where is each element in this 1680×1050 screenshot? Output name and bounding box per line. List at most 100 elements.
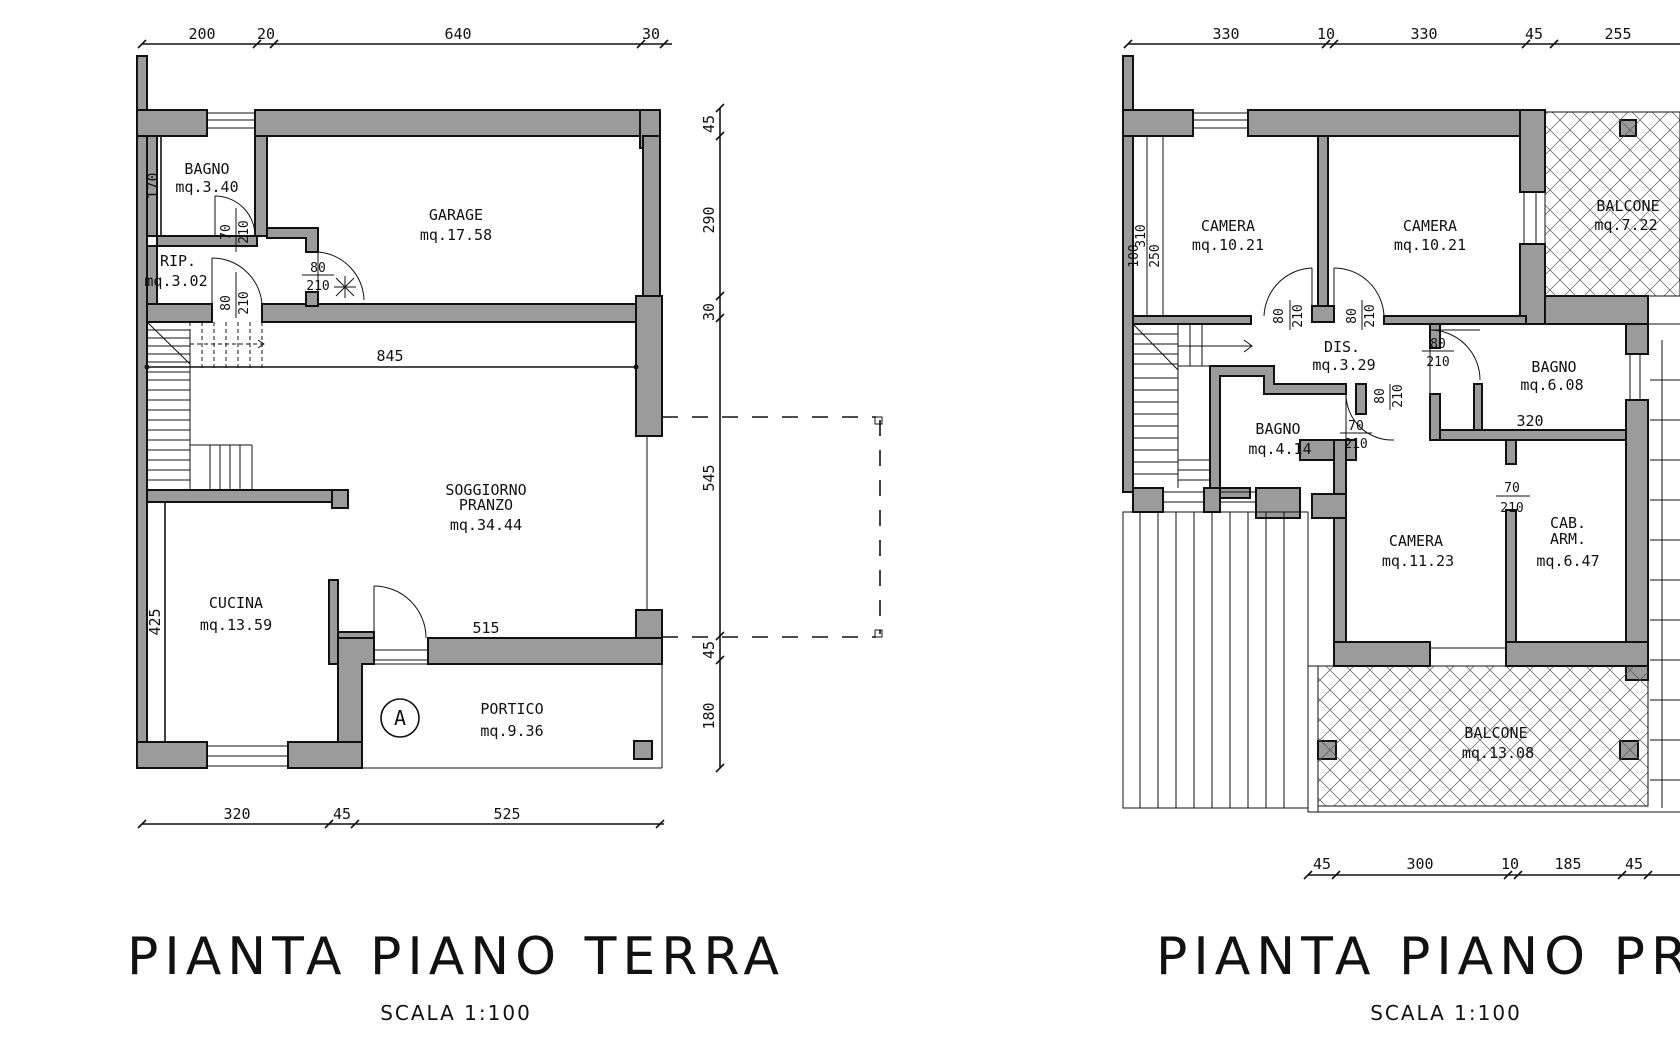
first-door-labels: 80 210 80 210 80 210 70 210 80 210 70 21… <box>1272 300 1530 516</box>
dim-ff-330b: 330 <box>1410 25 1437 43</box>
dim-bottom-525: 525 <box>493 805 520 823</box>
ff-door-c1-h: 210 <box>1291 304 1306 327</box>
ff-camera2-area: mq.10.21 <box>1394 236 1466 254</box>
ff-bagno2-area: mq.4.14 <box>1248 440 1311 458</box>
first-floor-plan: 330 10 330 45 255 <box>1122 25 1680 1025</box>
ground-staircase <box>146 321 265 490</box>
dim-ff-255: 255 <box>1604 25 1631 43</box>
ground-floor-plan: 200 20 640 30 <box>127 25 883 1025</box>
door-rip-width: 80 <box>219 295 234 311</box>
ff-door-c1-w: 80 <box>1272 308 1287 324</box>
ff-dim-310: 310 <box>1134 224 1149 247</box>
ff-balcone1-name: BALCONE <box>1596 197 1659 215</box>
ground-bottom-dimensions: 320 45 525 <box>137 805 665 829</box>
ff-cab-name1: CAB. <box>1550 514 1586 532</box>
ff-dim-250: 250 <box>1148 244 1163 267</box>
door-bagno-height: 210 <box>237 220 252 243</box>
door-rip-height: 210 <box>237 291 252 314</box>
first-top-dimensions: 330 10 330 45 255 <box>1123 25 1680 49</box>
first-terrace <box>1122 323 1680 809</box>
first-windows <box>1163 112 1641 649</box>
door-garage-height: 210 <box>306 279 329 294</box>
ff-door-dis-w: 80 <box>1373 388 1388 404</box>
dim-ff-10: 10 <box>1317 25 1335 43</box>
ff-door-cab-h: 210 <box>1500 501 1523 516</box>
ff-balcone2-area: mq.13.08 <box>1462 744 1534 762</box>
dim-ff-45: 45 <box>1525 25 1543 43</box>
ff-camera3-area: mq.11.23 <box>1382 552 1454 570</box>
door-garage-width: 80 <box>310 261 326 276</box>
room-bagno-name: BAGNO <box>184 160 229 178</box>
room-soggiorno-name2: PRANZO <box>459 496 513 514</box>
room-rip-area: mq.3.02 <box>144 272 207 290</box>
first-walls <box>1122 55 1649 760</box>
ff-dim-320: 320 <box>1516 412 1543 430</box>
room-soggiorno-area: mq.34.44 <box>450 516 522 534</box>
ff-bagno1-name: BAGNO <box>1531 358 1576 376</box>
ff-dim-b10: 10 <box>1501 855 1519 873</box>
room-soggiorno-name1: SOGGIORNO <box>445 481 526 499</box>
first-balconies <box>1307 111 1680 813</box>
dim-bottom-45: 45 <box>333 805 351 823</box>
ff-balcone1-area: mq.7.22 <box>1594 216 1657 234</box>
ff-cab-area: mq.6.47 <box>1536 552 1599 570</box>
first-floor-title: PIANTA PIANO PRIMO <box>1156 927 1680 987</box>
ff-door-b2-w: 70 <box>1348 419 1364 434</box>
room-bagno-area: mq.3.40 <box>175 178 238 196</box>
dim-515: 515 <box>472 619 499 637</box>
room-portico-area: mq.9.36 <box>480 722 543 740</box>
ff-balcone2-name: BALCONE <box>1464 724 1527 742</box>
ground-top-dimensions: 200 20 640 30 <box>137 25 672 49</box>
dim-bottom-320: 320 <box>223 805 250 823</box>
dim-425: 425 <box>146 608 164 635</box>
ground-pergola-outline <box>662 416 883 638</box>
ff-camera2-name: CAMERA <box>1403 217 1457 235</box>
ff-door-c2-h: 210 <box>1363 304 1378 327</box>
room-rip-name: RIP. <box>160 252 196 270</box>
first-room-labels: CAMERA mq.10.21 CAMERA mq.10.21 BALCONE … <box>1192 197 1660 762</box>
ff-dim-b45b: 45 <box>1625 855 1643 873</box>
dim-20: 20 <box>257 25 275 43</box>
ground-door-labels: 70 210 80 210 80 210 <box>219 208 334 318</box>
ff-dis-name: DIS. <box>1324 338 1360 356</box>
ff-door-c2-w: 80 <box>1345 308 1360 324</box>
section-marker-label: A <box>394 706 406 730</box>
door-bagno-width: 70 <box>219 224 234 240</box>
ff-camera3-name: CAMERA <box>1389 532 1443 550</box>
dim-30: 30 <box>642 25 660 43</box>
ground-floor-title: PIANTA PIANO TERRA <box>127 927 785 987</box>
ground-right-dimensions: 45 290 30 545 45 180 <box>700 103 725 773</box>
section-marker-circle <box>380 698 420 738</box>
ground-walls <box>136 55 663 769</box>
ff-camera1-area: mq.10.21 <box>1192 236 1264 254</box>
dim-ff-330a: 330 <box>1212 25 1239 43</box>
ff-dim-b185: 185 <box>1554 855 1581 873</box>
ff-bagno2-name: BAGNO <box>1255 420 1300 438</box>
room-portico-name: PORTICO <box>480 700 543 718</box>
dim-right-290: 290 <box>700 206 718 233</box>
ff-door-cab-w: 70 <box>1504 481 1520 496</box>
dim-right-180: 180 <box>700 702 718 729</box>
ground-doors <box>211 195 427 639</box>
first-floor-scale: SCALA 1:100 <box>1370 1001 1522 1025</box>
room-cucina-area: mq.13.59 <box>200 616 272 634</box>
ground-thin-lines <box>164 112 663 769</box>
dim-right-545: 545 <box>700 464 718 491</box>
room-garage-area: mq.17.58 <box>420 226 492 244</box>
dim-right-30: 30 <box>700 303 718 321</box>
room-cucina-name: CUCINA <box>209 594 263 612</box>
ff-door-b1-w: 80 <box>1430 337 1446 352</box>
dim-200: 200 <box>188 25 215 43</box>
ff-dim-b45a: 45 <box>1313 855 1331 873</box>
ff-camera1-name: CAMERA <box>1201 217 1255 235</box>
dim-640: 640 <box>444 25 471 43</box>
ground-room-labels: BAGNO mq.3.40 GARAGE mq.17.58 RIP. mq.3.… <box>144 160 543 740</box>
room-garage-name: GARAGE <box>429 206 483 224</box>
ff-door-dis-h: 210 <box>1391 384 1406 407</box>
ff-door-b2-h: 210 <box>1344 437 1367 452</box>
ff-dim-b300: 300 <box>1406 855 1433 873</box>
first-inner-dimensions: 320 100 310 250 <box>1127 136 1612 431</box>
dim-right-45a: 45 <box>700 115 718 133</box>
ff-bagno1-area: mq.6.08 <box>1520 376 1583 394</box>
